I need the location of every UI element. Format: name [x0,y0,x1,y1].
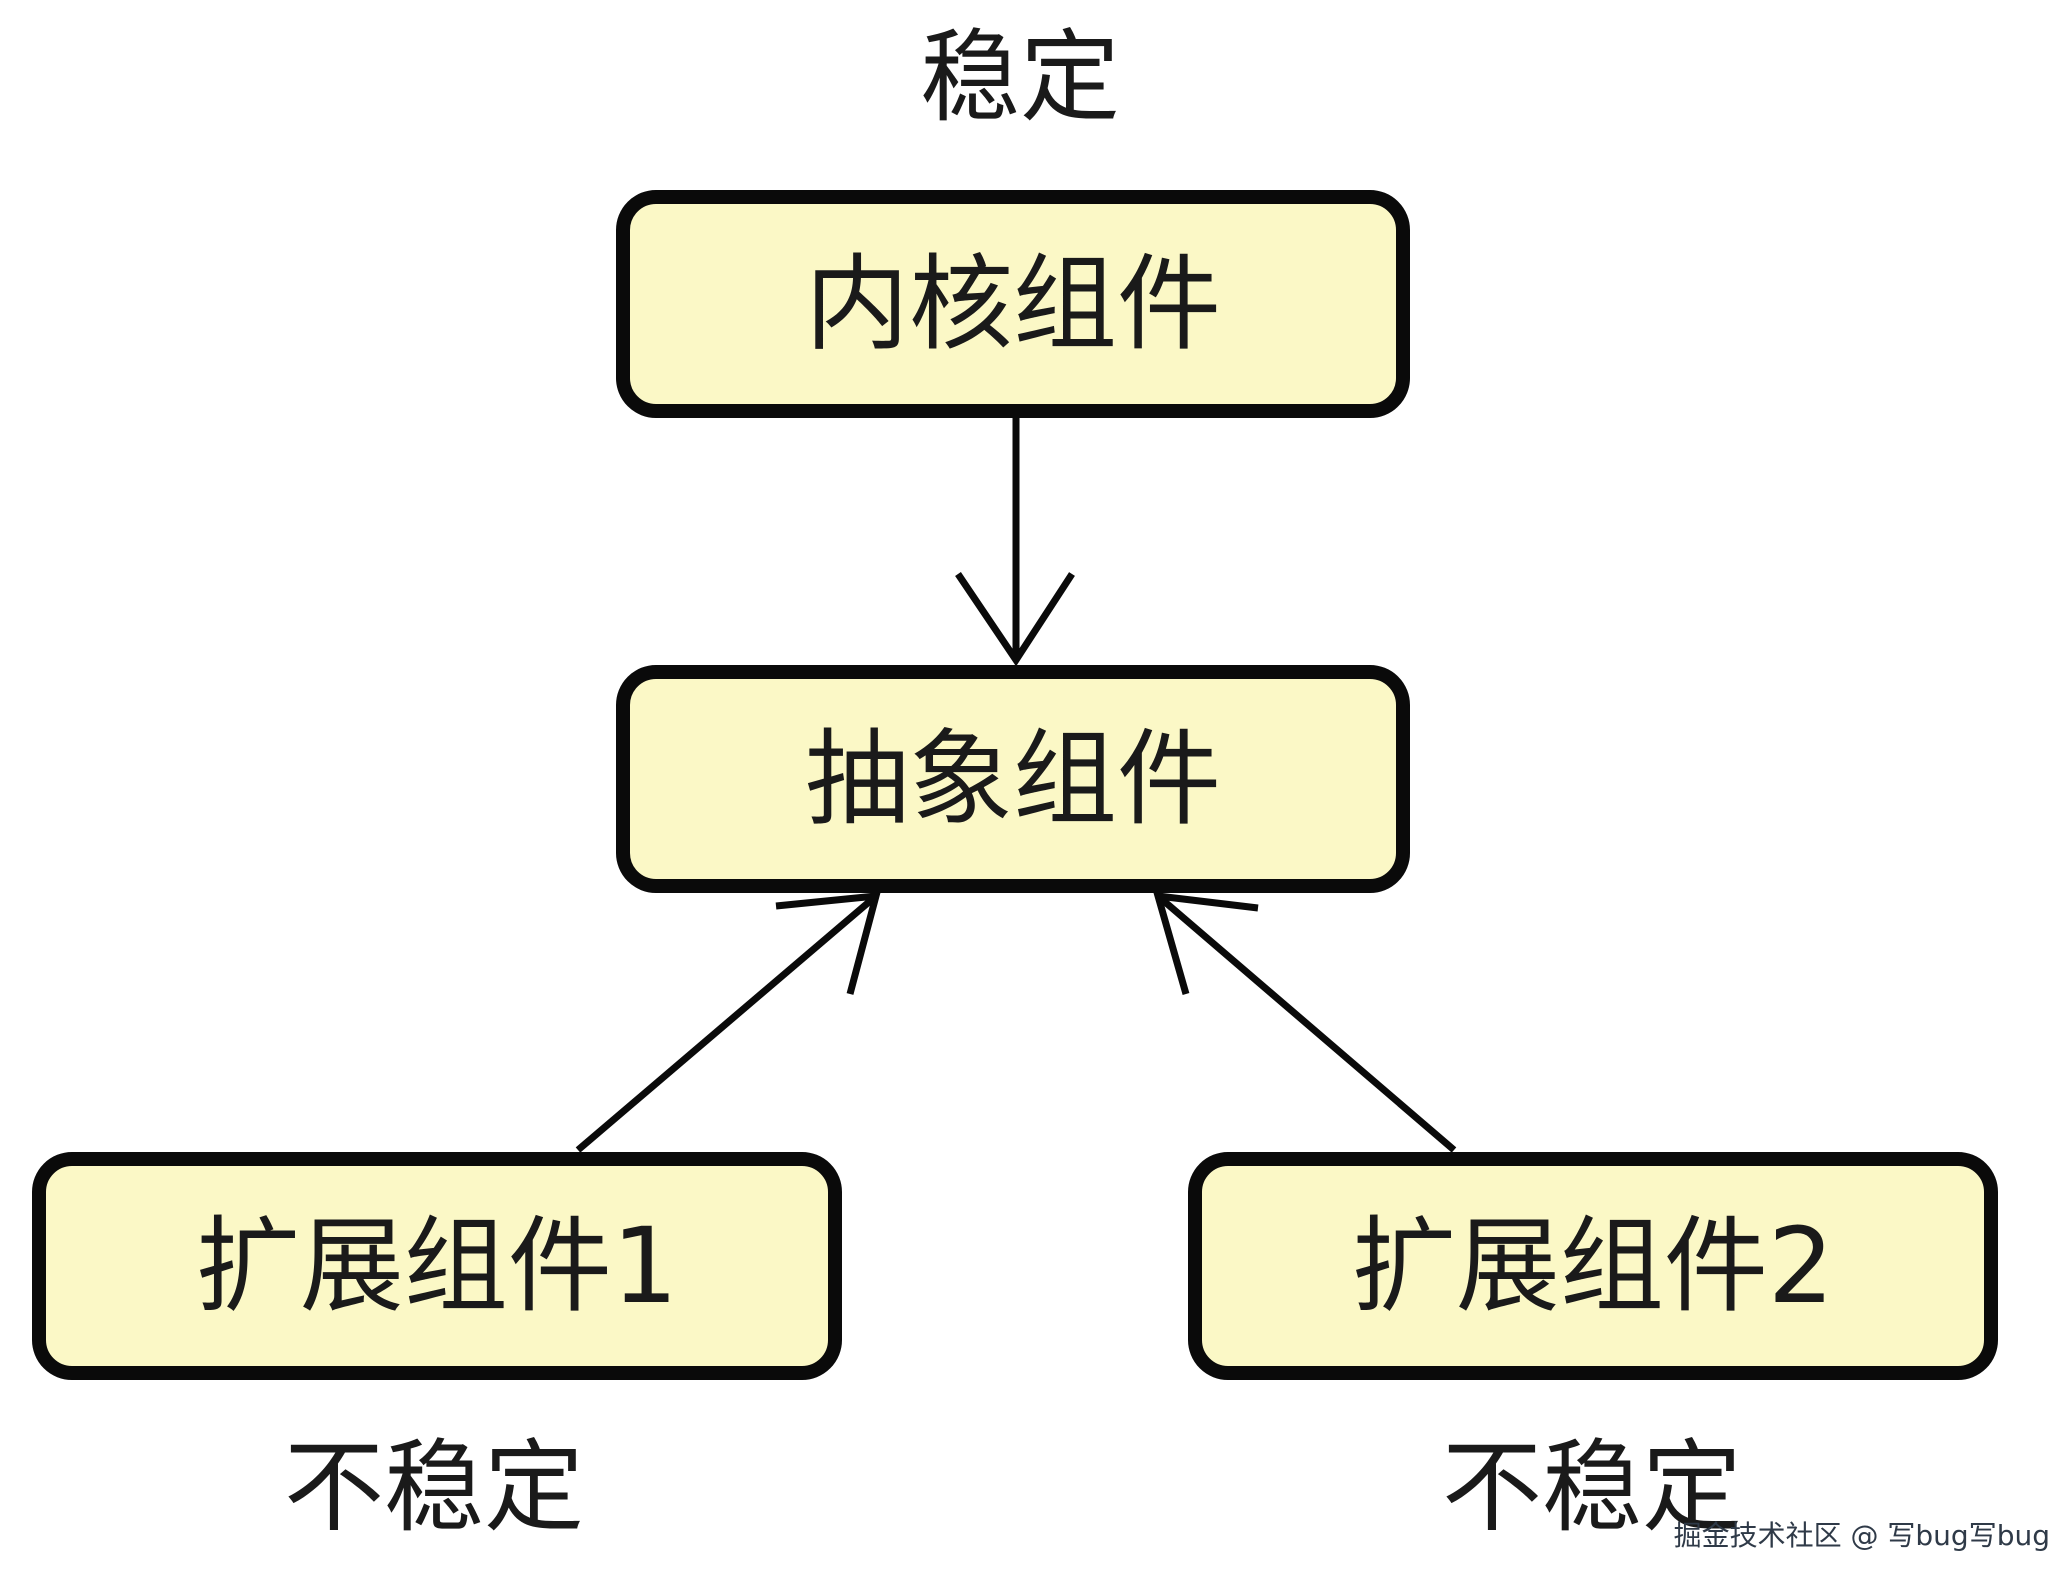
node-ext2-label: 扩展组件2 [1351,1205,1835,1327]
node-extension-component-2: 扩展组件2 [1188,1152,1998,1380]
stable-label: 稳定 [920,19,1120,136]
edge-ext2-to-abstract [1153,891,1457,1153]
watermark: 掘金技术社区 @ 写bug写bug [1673,1519,2050,1552]
node-core-label: 内核组件 [804,243,1221,365]
node-core-component: 内核组件 [616,190,1410,418]
edge-core-to-abstract [955,418,1075,667]
node-ext1-label: 扩展组件1 [195,1205,679,1327]
unstable-label-2: 不稳定 [1442,1429,1742,1546]
node-abstract-label: 抽象组件 [804,718,1221,840]
unstable-label-1: 不稳定 [284,1429,584,1546]
node-abstract-component: 抽象组件 [616,665,1410,893]
node-extension-component-1: 扩展组件1 [32,1152,842,1380]
edge-ext1-to-abstract [575,892,881,1153]
